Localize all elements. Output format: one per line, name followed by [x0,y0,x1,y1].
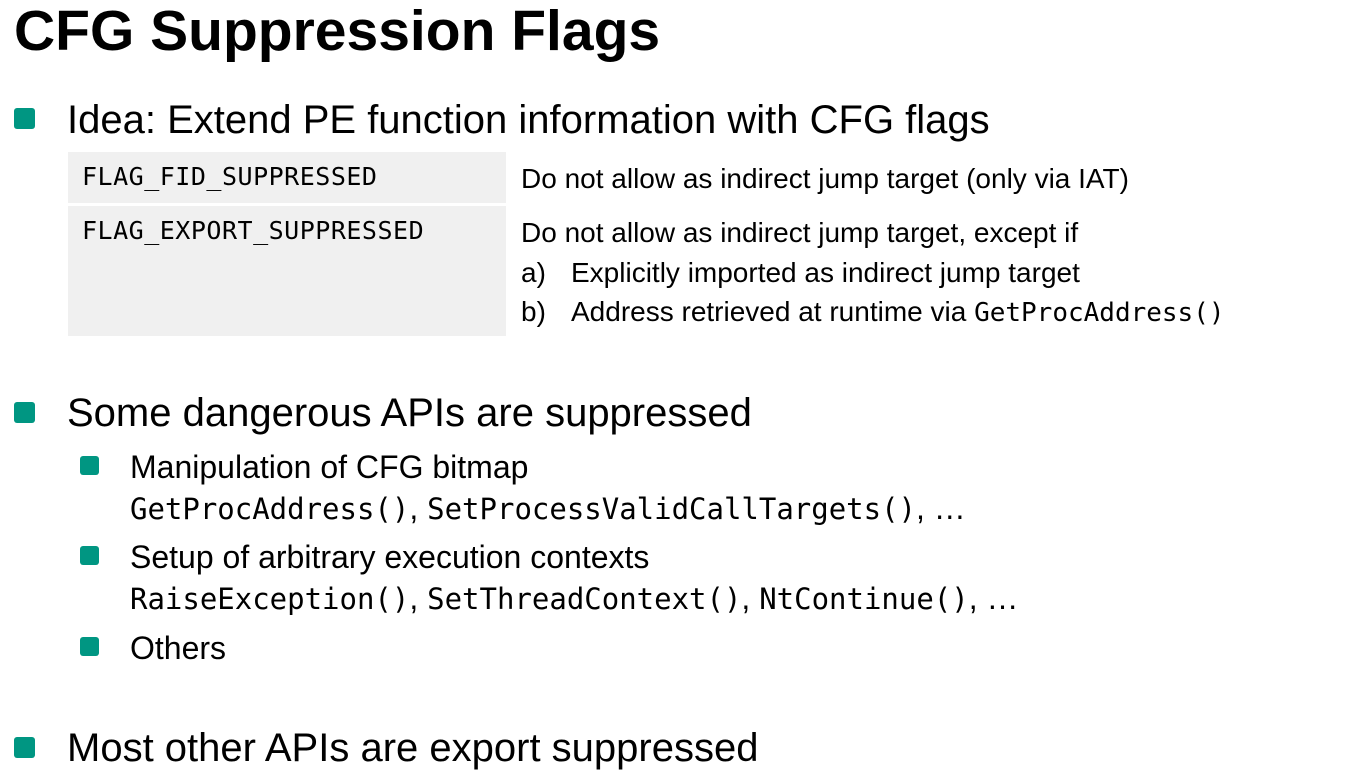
separator: , [741,580,760,616]
separator: , [409,580,428,616]
flag-description: Do not allow as indirect jump target (on… [521,163,1129,194]
item-text: Address retrieved at runtime via [571,296,975,327]
code: GetProcAddress() [974,298,1225,328]
sub-bullet-icon [80,456,99,475]
bullet-dangerous-apis: Some dangerous APIs are suppressed [67,391,752,435]
sub-bullet-icon [80,637,99,656]
code: SetProcessValidCallTargets() [427,492,917,526]
flag-name: FLAG_FID_SUPPRESSED [82,162,378,191]
code: GetProcAddress() [130,492,410,526]
flag-name: FLAG_EXPORT_SUPPRESSED [82,216,425,245]
flag-cell: FLAG_FID_SUPPRESSED [68,152,506,203]
bullet-export-suppressed: Most other APIs are export suppressed [67,726,759,770]
item-label: b) [521,296,546,327]
sub-bullet-text: Others [130,630,227,666]
bullet-icon [14,402,35,423]
separator: , [409,490,428,526]
exception-item: b) Address retrieved at runtime via GetPr… [521,292,1225,332]
item-label: a) [521,257,546,288]
bullet-icon [14,737,35,758]
api-list: RaiseException(), SetThreadContext(), Nt… [130,578,1019,619]
ellipsis: , … [916,490,966,526]
flag-cell: FLAG_EXPORT_SUPPRESSED [68,206,506,336]
ellipsis: , … [968,580,1019,616]
sub-bullet-text: Setup of arbitrary execution contexts [130,539,650,575]
code: RaiseException() [130,582,410,616]
bullet-icon [14,108,35,129]
flag-description: Do not allow as indirect jump target, ex… [521,217,1079,248]
api-list: GetProcAddress(), SetProcessValidCallTar… [130,488,966,529]
sub-bullet-icon [80,546,99,565]
code: NtContinue() [759,582,969,616]
slide-title: CFG Suppression Flags [14,0,661,63]
bullet-idea: Idea: Extend PE function information wit… [67,98,990,142]
code: SetThreadContext() [427,582,742,616]
item-text: Explicitly imported as indirect jump tar… [571,257,1080,288]
sub-bullet-text: Manipulation of CFG bitmap [130,449,529,485]
exception-item: a) Explicitly imported as indirect jump t… [521,253,1080,293]
